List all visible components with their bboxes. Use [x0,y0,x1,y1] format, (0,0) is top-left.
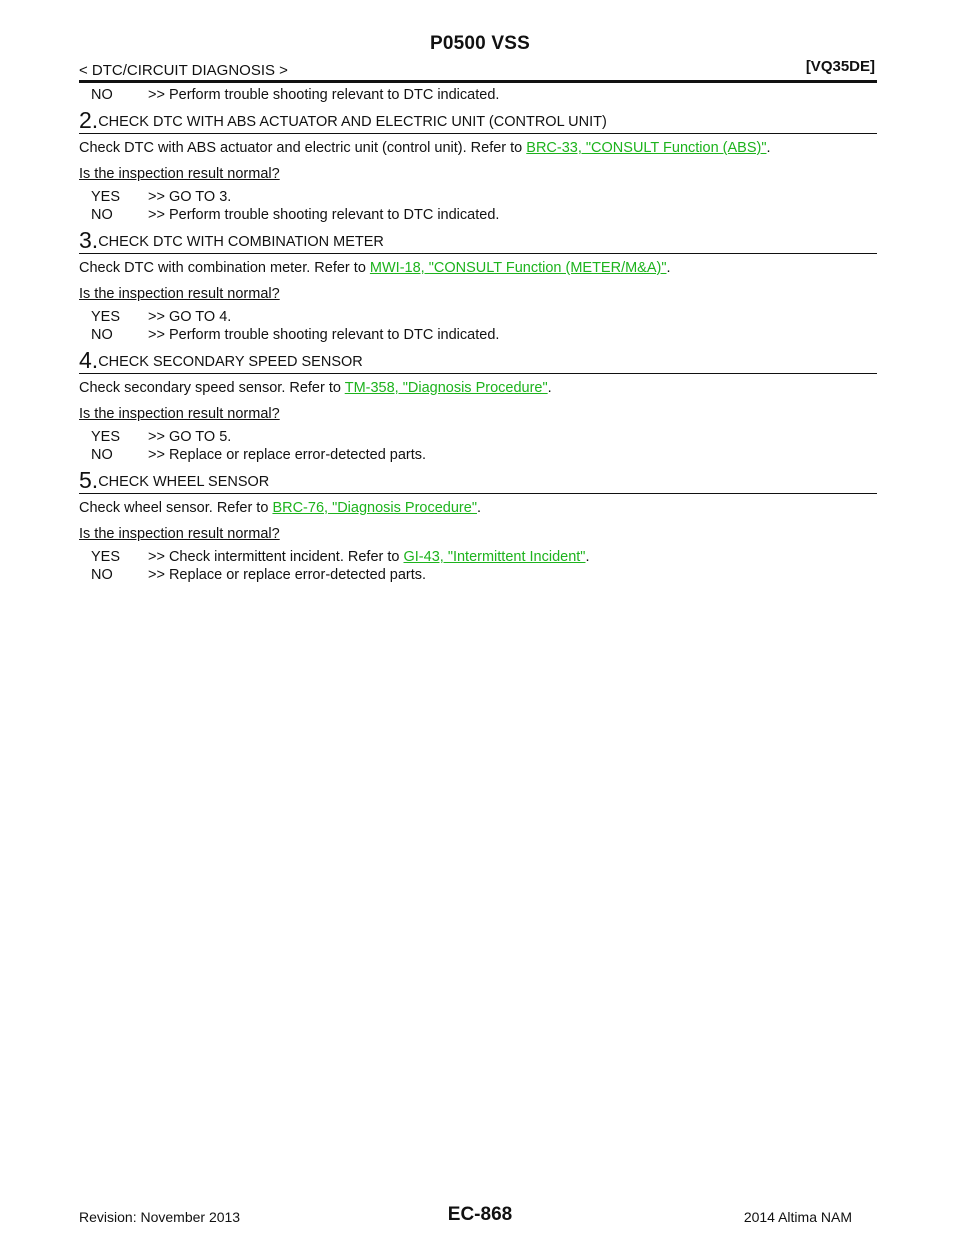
instruction-text: Check wheel sensor. Refer to [79,500,273,516]
yes-response: YES >> GO TO 4. [79,308,877,326]
inspection-question: Is the inspection result normal? [79,166,280,182]
answers: YES >> Check intermittent incident. Refe… [79,548,877,584]
instruction-end: . [766,140,771,156]
reference-link-brc-33[interactable]: BRC-33, "CONSULT Function (ABS)" [526,140,767,156]
response-key: NO [91,207,113,223]
reference-link-gi-43[interactable]: GI-43, "Intermittent Incident" [403,549,586,565]
instruction-text: Check DTC with combination meter. Refer … [79,260,370,276]
yes-response: YES >> Check intermittent incident. Refe… [79,548,877,566]
instruction-end: . [476,500,481,516]
no-response: NO >> Perform trouble shooting relevant … [79,206,877,224]
instruction-end: . [666,260,671,276]
response-text: >> Replace or replace error-detected par… [148,447,427,463]
answers: YES >> GO TO 5. NO >> Replace or replace… [79,428,877,464]
step-header: 4. CHECK SECONDARY SPEED SENSOR [79,348,877,374]
header-rule [79,80,877,83]
reference-link-brc-76[interactable]: BRC-76, "Diagnosis Procedure" [272,500,477,516]
revision-date: Revision: November 2013 [79,1209,241,1225]
step-3: 3. CHECK DTC WITH COMBINATION METER Chec… [79,228,877,344]
step-instruction: Check wheel sensor. Refer to BRC-76, "Di… [79,499,877,517]
response-text: >> GO TO 4. [148,309,232,325]
response-text-end: . [585,549,590,565]
step-header: 5. CHECK WHEEL SENSOR [79,468,877,494]
diagnosis-content: NO >> Perform trouble shooting relevant … [79,86,877,584]
reference-link-mwi-18[interactable]: MWI-18, "CONSULT Function (METER/M&A)" [369,260,667,276]
step-title: CHECK SECONDARY SPEED SENSOR [98,354,363,370]
response-key: YES [91,189,121,205]
inspection-question: Is the inspection result normal? [79,406,280,422]
step-title: CHECK WHEEL SENSOR [98,474,270,490]
step-title: CHECK DTC WITH COMBINATION METER [98,234,384,250]
response-key: NO [91,447,113,463]
step-instruction: Check DTC with ABS actuator and electric… [79,139,877,157]
step-instruction: Check secondary speed sensor. Refer to T… [79,379,877,397]
yes-response: YES >> GO TO 5. [79,428,877,446]
response-text: >> Perform trouble shooting relevant to … [148,87,500,103]
response-text-part: >> Check intermittent incident. Refer to [148,549,404,565]
section-label: < DTC/CIRCUIT DIAGNOSIS > [79,62,288,79]
response-key: YES [91,549,121,565]
no-response: NO >> Replace or replace error-detected … [79,446,877,464]
response-text: >> Perform trouble shooting relevant to … [148,207,500,223]
inspection-question: Is the inspection result normal? [79,526,280,542]
step-number: 3. [79,227,99,253]
instruction-text: Check DTC with ABS actuator and electric… [79,140,527,156]
engine-model-label: [VQ35DE] [805,58,875,75]
response-key: NO [91,87,113,103]
response-key: YES [91,429,121,445]
answers: YES >> GO TO 4. NO >> Perform trouble sh… [79,308,877,344]
step-title: CHECK DTC WITH ABS ACTUATOR AND ELECTRIC… [98,114,607,130]
response-key: NO [91,327,113,343]
response-text: >> GO TO 5. [148,429,232,445]
step-number: 2. [79,107,99,133]
step-4: 4. CHECK SECONDARY SPEED SENSOR Check se… [79,348,877,464]
page-title: P0500 VSS [429,33,531,54]
response-text: >> Replace or replace error-detected par… [148,567,427,583]
inspection-question: Is the inspection result normal? [79,286,280,302]
step-header: 3. CHECK DTC WITH COMBINATION METER [79,228,877,254]
no-response: NO >> Replace or replace error-detected … [79,566,877,584]
step-instruction: Check DTC with combination meter. Refer … [79,259,877,277]
yes-response: YES >> GO TO 3. [79,188,877,206]
response-key: NO [91,567,113,583]
step-2: 2. CHECK DTC WITH ABS ACTUATOR AND ELECT… [79,108,877,224]
response-text: >> Perform trouble shooting relevant to … [148,327,500,343]
step-number: 5. [79,467,99,493]
response-text: >> GO TO 3. [148,189,232,205]
intro-response: NO >> Perform trouble shooting relevant … [79,86,877,104]
instruction-end: . [547,380,552,396]
no-response: NO >> Perform trouble shooting relevant … [79,326,877,344]
page-number: EC-868 [447,1204,513,1225]
response-key: YES [91,309,121,325]
response-text: >> Check intermittent incident. Refer to… [148,548,590,566]
answers: YES >> GO TO 3. NO >> Perform trouble sh… [79,188,877,224]
edition-label: 2014 Altima NAM [743,1209,852,1225]
reference-link-tm-358[interactable]: TM-358, "Diagnosis Procedure" [344,380,548,396]
step-5: 5. CHECK WHEEL SENSOR Check wheel sensor… [79,468,877,584]
step-number: 4. [79,347,99,373]
instruction-text: Check secondary speed sensor. Refer to [79,380,345,396]
step-header: 2. CHECK DTC WITH ABS ACTUATOR AND ELECT… [79,108,877,134]
